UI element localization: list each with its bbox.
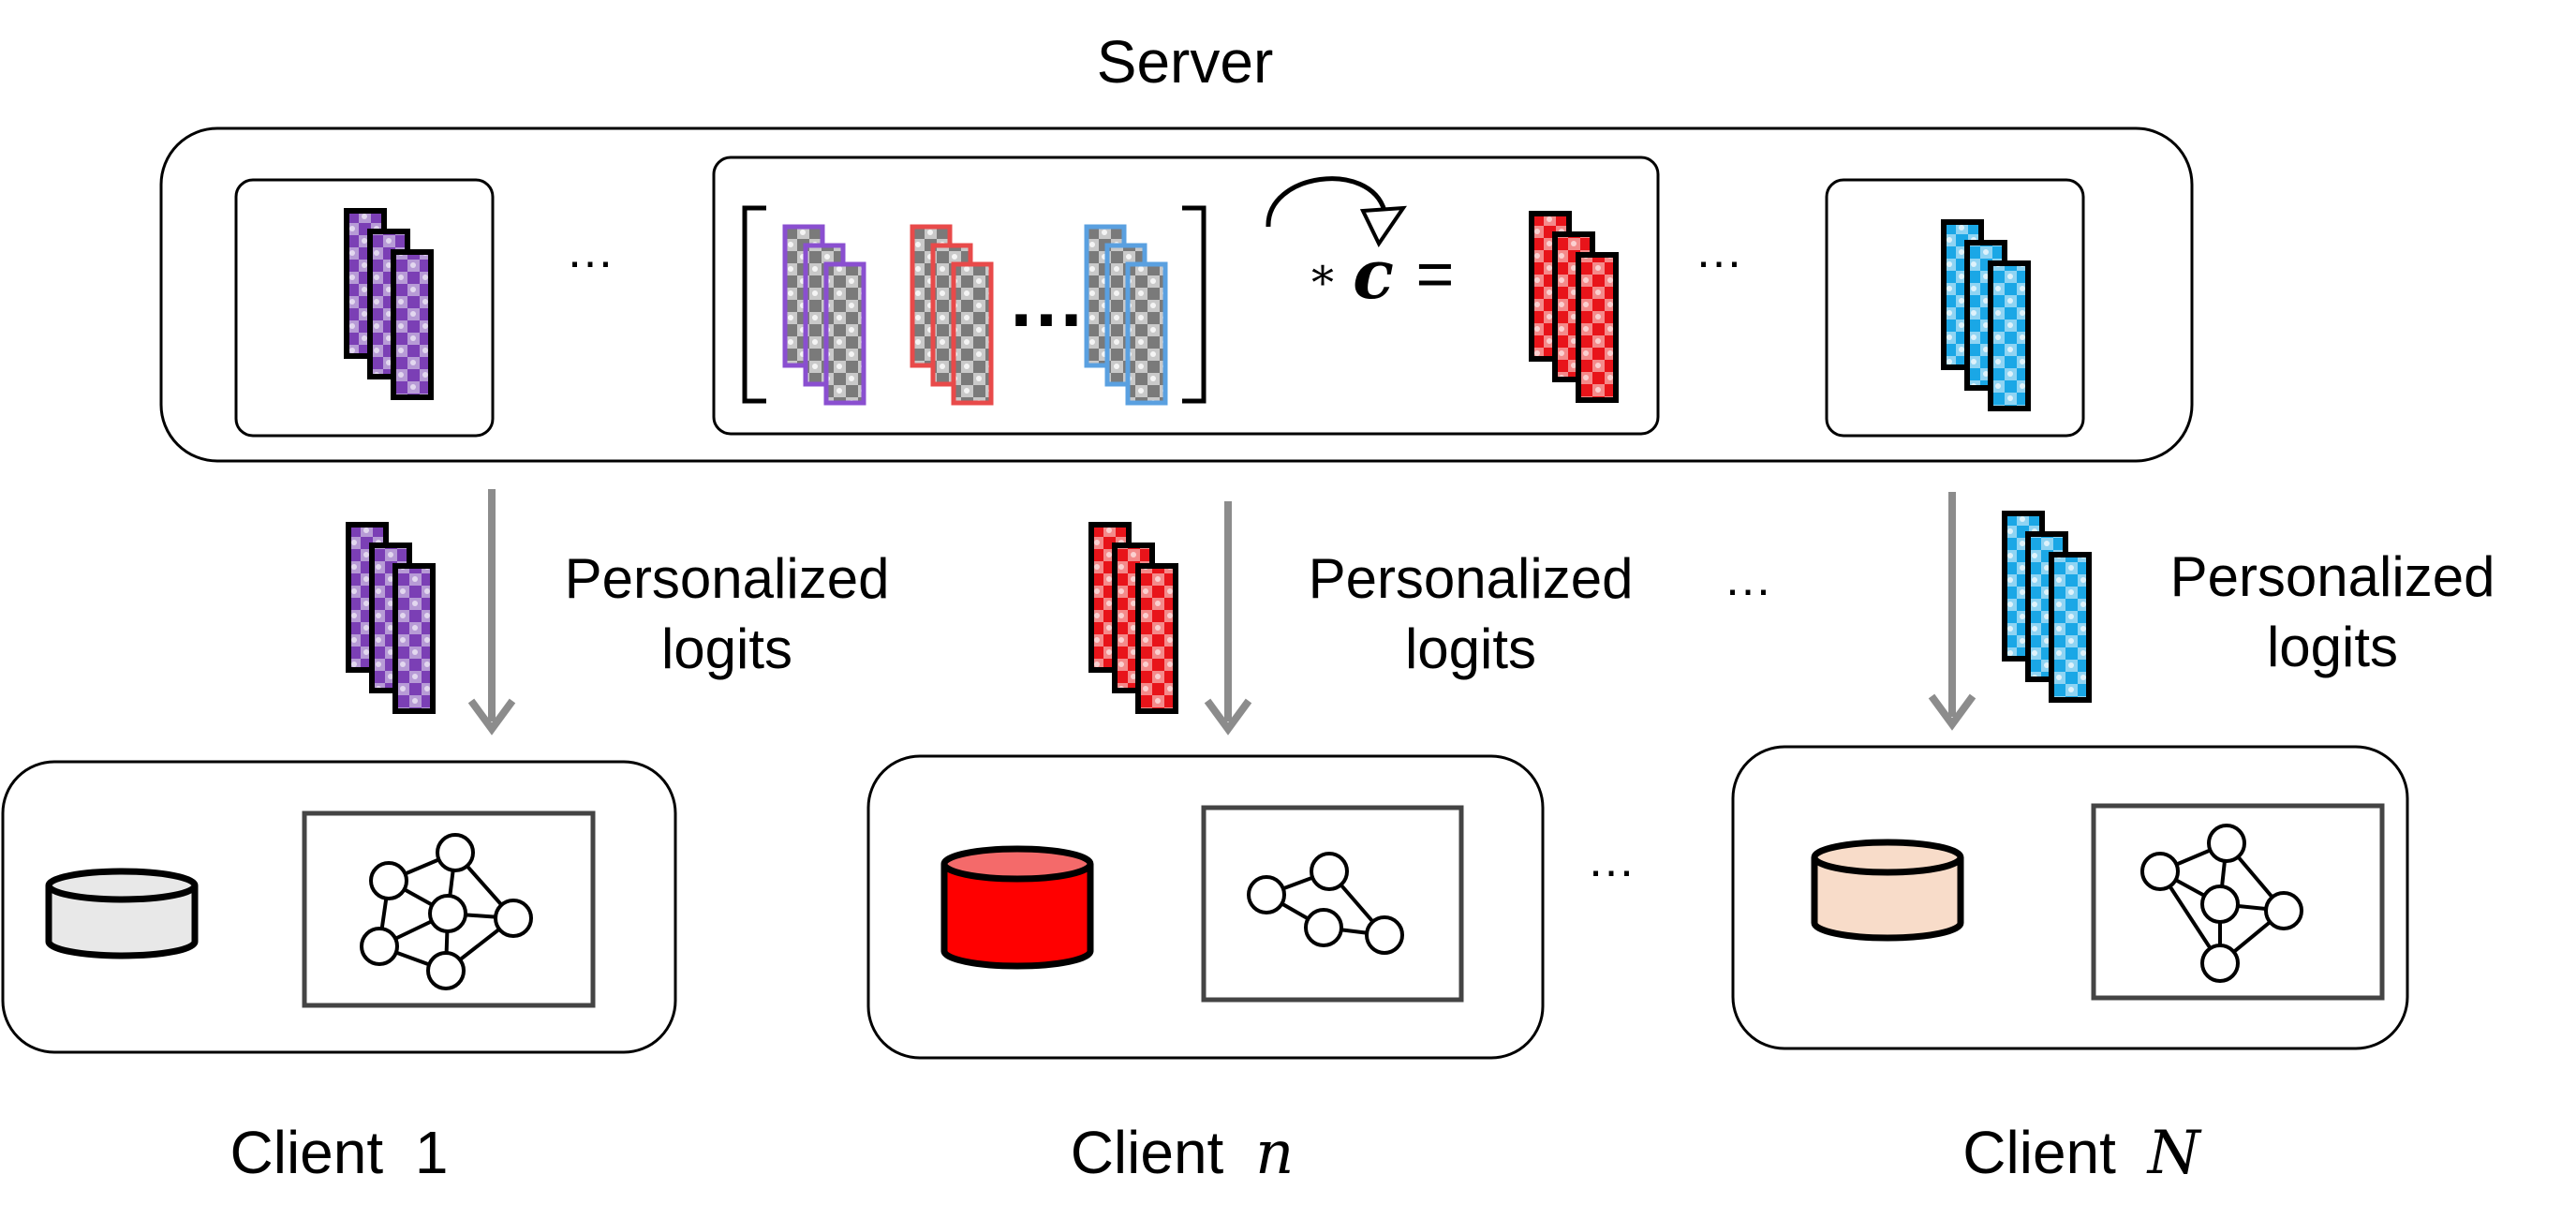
clientn-label-text: Client: [1071, 1119, 1224, 1186]
logits-stack-icon-purple-server: [344, 208, 434, 400]
ellipsis-server-left: …: [566, 224, 614, 278]
server-box: [159, 126, 2194, 463]
logits-stack-icon-gray-purple-outline: [782, 224, 866, 406]
arrow-label-line1: Personalized: [2170, 545, 2495, 608]
logits-stack-icon-red-sent: [1088, 522, 1178, 714]
arrow-label-line1: Personalized: [1309, 547, 1634, 610]
arrow-label-client1: Personalized logits: [565, 547, 890, 680]
logits-stack-icon-blue-server: [1941, 219, 2031, 411]
neural-network-icon-client1: [360, 833, 533, 990]
clientN-label: Client N: [1962, 1119, 2201, 1188]
model-box-clientN: [2091, 803, 2385, 1001]
equation-equals: =: [1416, 237, 1455, 310]
arrow-label-line2: logits: [661, 617, 792, 680]
neural-network-icon-clientn: [1247, 852, 1404, 955]
arrow-label-line2: logits: [1405, 617, 1536, 680]
arrow-label-clientn: Personalized logits: [1309, 547, 1634, 680]
model-box-client1: [302, 810, 596, 1008]
right-bracket: [1182, 205, 1207, 404]
equation-operator: *: [1311, 257, 1334, 309]
server-aggregation-box: [712, 156, 1660, 436]
left-bracket: [742, 205, 766, 404]
model-box-clientn: [1201, 805, 1464, 1003]
client1-box: [1, 760, 677, 1054]
logits-stack-icon-purple-sent: [346, 522, 436, 714]
ellipsis-matrix: …: [1007, 255, 1086, 343]
logits-stack-icon-gray-blue-outline: [1084, 224, 1168, 406]
ellipsis-server-right: …: [1695, 224, 1743, 278]
clientn-index: n: [1255, 1119, 1294, 1188]
down-arrow-clientn: [1204, 501, 1252, 736]
database-icon-peach: [1811, 839, 1964, 942]
clientN-box: [1731, 745, 2409, 1050]
client1-index: 1: [415, 1119, 449, 1186]
neural-network-icon-clientN: [2140, 824, 2303, 983]
logits-stack-icon-red-result: [1529, 211, 1619, 403]
logits-stack-icon-blue-sent: [2002, 511, 2092, 703]
arrow-label-line2: logits: [2267, 616, 2398, 678]
ellipsis-arrows: …: [1724, 552, 1772, 606]
curved-arrow-head-icon: [1359, 205, 1407, 247]
server-clientN-logits-box: [1825, 178, 2085, 438]
server-client1-logits-box: [234, 178, 495, 438]
down-arrow-client1: [467, 489, 516, 736]
server-title: Server: [1097, 28, 1274, 96]
clientN-index: N: [2146, 1119, 2202, 1188]
client1-label: Client 1: [230, 1119, 449, 1186]
clientn-label: Client n: [1071, 1119, 1295, 1188]
clientN-label-text: Client: [1962, 1119, 2116, 1186]
database-icon-red: [940, 845, 1094, 970]
down-arrow-clientN: [1928, 492, 1976, 731]
arrow-label-clientN: Personalized logits: [2170, 545, 2495, 678]
equation-variable: c: [1353, 234, 1394, 314]
ellipsis-clients: …: [1587, 833, 1636, 887]
clientn-box: [866, 754, 1545, 1060]
logits-stack-icon-gray-red-outline: [910, 224, 994, 406]
curved-arrow-icon: [1266, 176, 1387, 228]
arrow-label-line1: Personalized: [565, 547, 890, 610]
client1-label-text: Client: [230, 1119, 384, 1186]
database-icon-gray: [45, 868, 199, 959]
